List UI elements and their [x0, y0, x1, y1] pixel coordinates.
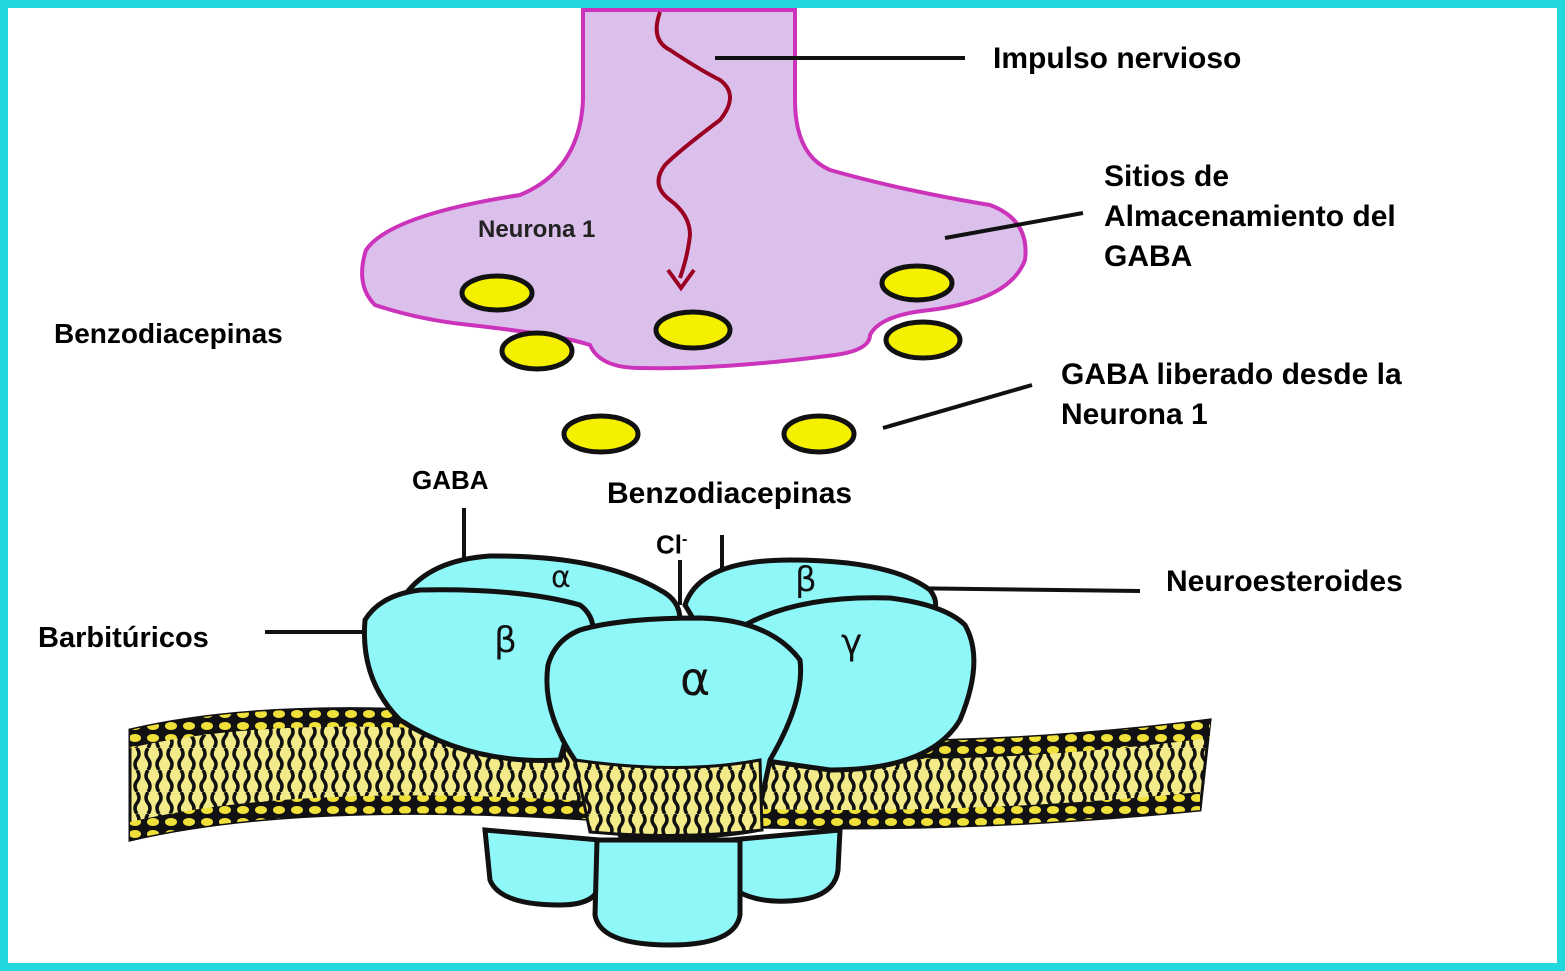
gaba-liberado-line-2: Neurona 1	[1061, 395, 1402, 435]
vesicle	[564, 416, 638, 452]
vesicle	[656, 312, 730, 348]
chloride-charge: -	[682, 531, 687, 548]
vesicle	[784, 416, 854, 452]
beta-left-label: β	[494, 620, 517, 661]
alpha-back-label: α	[551, 560, 571, 595]
chloride-symbol: Cl	[656, 530, 682, 560]
sitios-line-2: Almacenamiento del	[1104, 197, 1396, 237]
alpha-front-label: α	[680, 652, 710, 706]
sitios-almacenamiento-label: Sitios de Almacenamiento del GABA	[1104, 157, 1396, 277]
neuroesteroides-label: Neuroesteroides	[1166, 562, 1403, 602]
vesicle	[502, 333, 572, 369]
benzodiacepinas-site-label: Benzodiacepinas	[607, 474, 852, 514]
neurona-1-label: Neurona 1	[478, 210, 595, 250]
chloride-ion-label: Cl-	[656, 520, 687, 565]
gamma-label: γ	[841, 622, 862, 663]
vesicle	[882, 266, 952, 300]
benzodiacepinas-left-label: Benzodiacepinas	[54, 314, 283, 354]
gaba-receptor-site-label: GABA	[412, 460, 489, 500]
receptor-transmembrane-parts	[485, 830, 840, 945]
sitios-line-1: Sitios de	[1104, 157, 1396, 197]
vesicle	[886, 322, 960, 358]
impulso-nervioso-label: Impulso nervioso	[993, 39, 1241, 79]
gaba-liberado-label: GABA liberado desde la Neurona 1	[1061, 355, 1402, 435]
gaba-liberado-line-1: GABA liberado desde la	[1061, 355, 1402, 395]
sitios-line-3: GABA	[1104, 237, 1396, 277]
vesicle	[462, 276, 532, 310]
membrane-front-overlay	[575, 760, 762, 836]
barbituricos-label: Barbitúricos	[38, 618, 209, 658]
beta-back-label: β	[795, 560, 817, 600]
